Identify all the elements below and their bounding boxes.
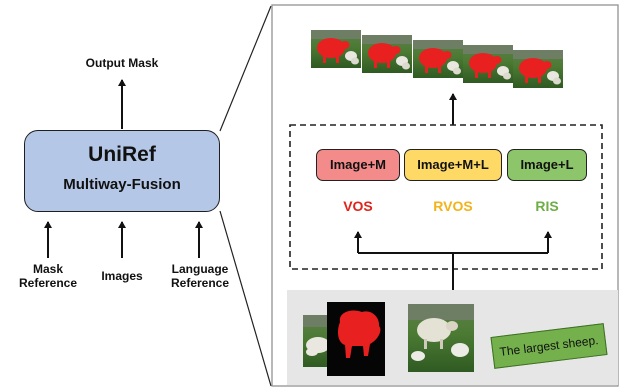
uniref-title: UniRef [88, 143, 156, 166]
mode-box-rvos: Image+M+L [404, 149, 502, 181]
uniref-block: UniRef Multiway-Fusion [24, 130, 220, 212]
task-vos: VOS [343, 198, 373, 214]
language-label-line2: Reference [170, 276, 230, 290]
image-input-photo [408, 304, 474, 372]
images-label: Images [101, 269, 143, 283]
language-label-line1: Language [171, 262, 229, 276]
fusion-region [289, 124, 603, 270]
zoom-line-top [219, 5, 272, 132]
output-mask-label: Output Mask [85, 56, 159, 70]
language-reference-label: Language Reference [160, 262, 240, 290]
mask-label-line1: Mask [32, 262, 64, 276]
task-ris: RIS [535, 198, 559, 214]
mask-reference-label: Mask Reference [2, 262, 94, 290]
mask-frame [327, 302, 385, 376]
mask-label-line2: Reference [18, 276, 78, 290]
zoom-line-bottom [219, 210, 272, 387]
task-rvos: RVOS [433, 198, 473, 214]
mode-box-ris: Image+L [507, 149, 587, 181]
sheep-mask-shape [337, 310, 381, 358]
mode-box-vos: Image+M [316, 149, 400, 181]
uniref-subtitle: Multiway-Fusion [63, 176, 181, 193]
